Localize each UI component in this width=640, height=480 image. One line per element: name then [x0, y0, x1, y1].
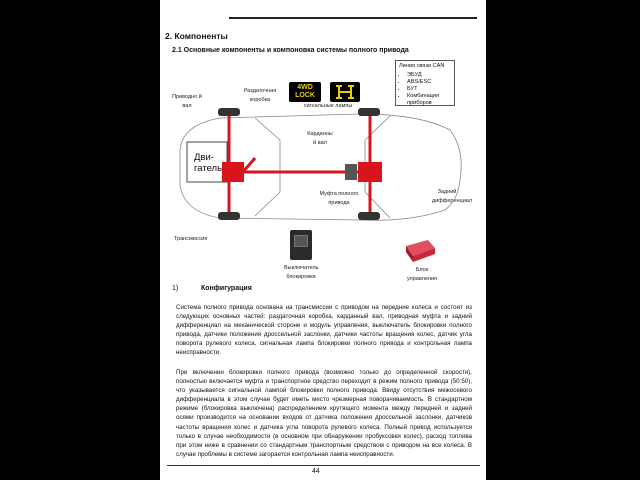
section-title: 2. Компоненты [165, 31, 228, 41]
propeller-shaft-label: Карданны й вал [307, 131, 333, 146]
transfer-case-label: Раздаточная коробка [243, 88, 277, 103]
config-heading: Конфигурация [201, 285, 252, 292]
rear-diff-block [358, 162, 382, 182]
awd-clutch-block [345, 164, 357, 180]
subsection-title: 2.1 Основные компоненты и компоновка сис… [172, 47, 409, 54]
lock-lamp-badge: 4WD LOCK [289, 82, 321, 102]
engine-label: Дви- гатель [194, 152, 223, 174]
paragraph-2: При включении блокировки полного привода… [176, 369, 472, 458]
lock-switch-label: Выключатель блокировки [284, 265, 319, 280]
header-rule [229, 17, 477, 19]
can-info-box: Линия связи CAN ЭБУД ABS/ESC БУТ Комбина… [395, 60, 455, 106]
awd-clutch-label: Муфта полного привода [319, 191, 359, 206]
transfer-case-block [222, 162, 244, 182]
axle-lamp-badge [330, 82, 360, 102]
switch-button-icon [294, 235, 308, 247]
lock-switch-image [290, 230, 312, 260]
transmission-label: Трансмиссия [174, 236, 208, 242]
control-unit-label: Блок управления [407, 267, 437, 282]
can-box-item: ABS/ESC [407, 79, 451, 86]
front-left-wheel [218, 108, 240, 116]
drivetrain-diagram [179, 108, 462, 221]
lock-lamp-line2: LOCK [295, 92, 315, 99]
axle-lamp-icon [336, 85, 354, 99]
lock-lamp-line1: 4WD [297, 84, 313, 91]
can-box-item: ЭБУД [407, 72, 451, 79]
page-number: 44 [312, 468, 320, 475]
footer-rule [167, 465, 480, 466]
drive-shaft-label: Приводно й вал [172, 94, 202, 109]
wheels [218, 108, 380, 220]
signal-lamps-label: сигнальные лампы [303, 103, 353, 109]
front-right-wheel [218, 212, 240, 220]
rear-diff-label: Задний дифференциал [432, 189, 473, 204]
rear-left-wheel [358, 108, 380, 116]
can-box-item: БУТ [407, 86, 451, 93]
paragraph-1: Система полного привода основана на тран… [176, 304, 472, 357]
can-box-list: ЭБУД ABS/ESC БУТ Комбинация приборов [399, 72, 451, 107]
can-box-item: Комбинация приборов [407, 93, 451, 107]
can-box-title: Линия связи CAN [399, 63, 445, 69]
config-heading-number: 1) [172, 285, 179, 292]
rear-right-wheel [358, 212, 380, 220]
control-unit-image [406, 240, 435, 262]
